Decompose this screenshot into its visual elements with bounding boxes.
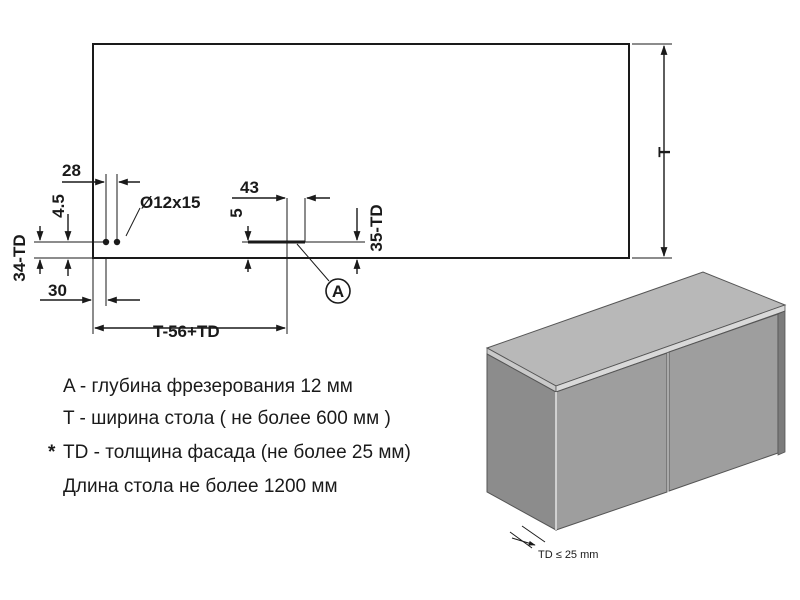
td-label: TD ≤ 25 mm <box>538 549 598 561</box>
marker-a-leader <box>296 243 330 282</box>
td-dimension-line <box>511 537 536 546</box>
table-top-outline <box>92 43 630 259</box>
note-line-1: A - глубина фрезерования 12 мм <box>63 376 353 397</box>
dimension-5-label: 5 <box>227 208 246 217</box>
note-line-3: TD - толщина фасада (не более 25 мм) <box>63 442 411 463</box>
dimension-t-label: T <box>655 146 674 157</box>
dimension-t56td-label: T-56+TD <box>153 322 220 341</box>
dimension-35td-label: 35-TD <box>367 204 386 251</box>
marker-a-label: A <box>332 282 344 301</box>
dimension-43-label: 43 <box>240 178 259 197</box>
cabinet-illustration <box>485 271 787 531</box>
marker-a-circle <box>325 278 351 304</box>
dimension-28-label: 28 <box>62 161 81 180</box>
dimension-45-label: 4.5 <box>49 194 68 218</box>
note-line-2: T - ширина стола ( не более 600 мм ) <box>63 408 391 429</box>
note-line-4: Длина стола не более 1200 мм <box>63 476 338 497</box>
dimension-34td-label: 34-TD <box>10 234 29 281</box>
note-asterisk: * <box>48 442 56 463</box>
hole-diameter-label: Ø12x15 <box>140 193 201 212</box>
hole-leader <box>125 207 141 237</box>
dimension-30-label: 30 <box>48 281 67 300</box>
